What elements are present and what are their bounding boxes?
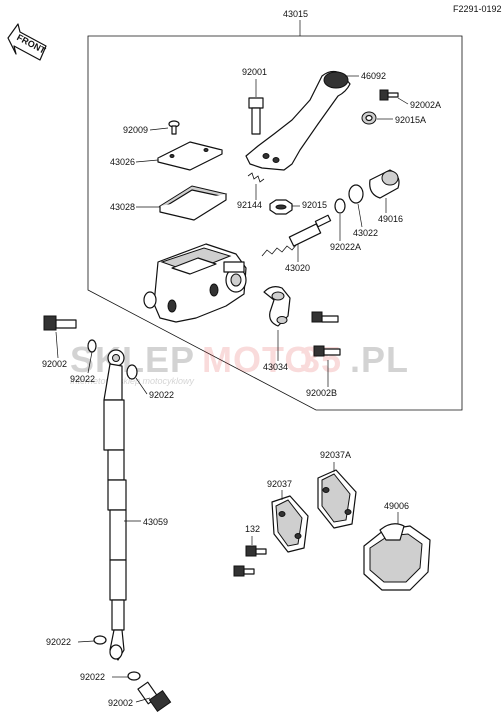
label-nut: 92015: [302, 200, 327, 210]
watermark-tagline: Internetowy sklep motocyklowy: [70, 376, 195, 386]
label-bracket-a: 92037A: [320, 450, 351, 460]
label-screw-top: 92009: [123, 125, 148, 135]
assembly-outline: [87, 35, 463, 411]
washer-top-left-part: [87, 339, 97, 353]
bracket-a-part: [317, 469, 357, 529]
washer-top-right-part: [126, 364, 138, 380]
banjo-bolt-bottom-part: [137, 681, 172, 713]
diaphragm-part: [158, 185, 228, 221]
washer-bottom-1-part: [93, 635, 107, 645]
label-spring: 92144: [237, 200, 262, 210]
label-circlip: 43022: [353, 228, 378, 238]
watermark-brand-accent: 35: [300, 339, 342, 380]
label-washer-bottom-2: 92022: [80, 672, 105, 682]
pivot-bolt-part: [248, 97, 264, 135]
nut-part: [269, 199, 293, 215]
label-bolt-small: 132: [245, 524, 260, 534]
cap-screw-part: [168, 120, 180, 135]
holder-part: [363, 523, 431, 591]
watermark-brand-right: .PL: [350, 339, 409, 380]
small-bolt-lower: [233, 565, 255, 577]
label-cap: 43026: [110, 157, 135, 167]
small-spring-part: [247, 172, 265, 183]
label-hose: 43059: [143, 517, 168, 527]
label-banjo-bolt-bottom: 92002: [108, 698, 133, 708]
label-clamp-bolt: 92002B: [306, 388, 337, 398]
brake-hose-part: [103, 349, 127, 661]
clamp-part: [263, 286, 291, 327]
label-pivot-bolt: 92001: [242, 67, 267, 77]
label-clamp: 43034: [263, 362, 288, 372]
label-washer-piston: 92022A: [330, 242, 361, 252]
boot-part: [369, 169, 400, 199]
lever-bolt-part: [379, 89, 399, 101]
reservoir-cap-part: [157, 141, 223, 171]
front-arrow-icon: FRONT: [7, 23, 48, 61]
banjo-bolt-top-part: [43, 315, 77, 331]
small-bolt-upper: [245, 545, 267, 557]
label-bolt-lever-right: 92002A: [410, 100, 441, 110]
clamp-bolt-upper: [311, 311, 339, 323]
washer-bottom-2-part: [127, 671, 141, 681]
watermark-brand-mid: MOTO: [202, 339, 313, 380]
label-washer-bottom-1: 92022: [46, 637, 71, 647]
label-boot: 49016: [378, 214, 403, 224]
piston-part: [261, 214, 332, 257]
label-piston: 43020: [285, 263, 310, 273]
label-banjo-bolt-top: 92002: [42, 359, 67, 369]
bracket-part: [271, 495, 309, 553]
label-lever: 46092: [361, 71, 386, 81]
lever-nut-part: [361, 111, 377, 125]
label-holder: 49006: [384, 501, 409, 511]
diagram-code: F2291-0192: [453, 4, 502, 14]
label-assembly: 43015: [283, 9, 308, 19]
label-washer-top-left: 92022: [70, 374, 95, 384]
label-diaphragm: 43028: [110, 202, 135, 212]
label-washer-top-right: 92022: [149, 390, 174, 400]
clamp-bolt-lower: [313, 345, 341, 357]
label-bracket: 92037: [267, 479, 292, 489]
lever-part: [245, 70, 351, 171]
piston-washer-part: [334, 198, 346, 214]
circlip-part: [348, 184, 364, 204]
master-cylinder-body: [143, 243, 247, 323]
label-nut-lever: 92015A: [395, 115, 426, 125]
